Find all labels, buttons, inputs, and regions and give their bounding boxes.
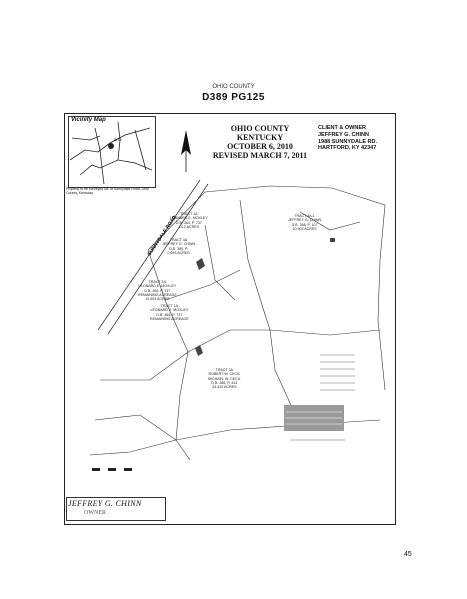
client-owner-block: CLIENT & OWNER JEFFREY G. CHINN 1988 SUN… xyxy=(318,125,377,152)
page-number: 45 xyxy=(404,551,412,558)
title-line-state: KENTUCKY xyxy=(236,133,284,142)
vicinity-roads xyxy=(69,121,153,185)
county-header-small: OHIO COUNTY xyxy=(212,84,255,90)
client-city: HARTFORD, KY 42347 xyxy=(318,145,377,152)
title-line-revised: REVISED MARCH 7, 2011 xyxy=(212,151,308,160)
client-address: 1988 SUNNYDALE RD. xyxy=(318,138,377,145)
client-heading: CLIENT & OWNER xyxy=(318,125,366,131)
owner-signature-name: JEFFREY G. CHINN xyxy=(68,499,142,508)
scale-bar xyxy=(92,468,132,471)
plat-sheet-border xyxy=(64,113,396,525)
north-arrow-icon xyxy=(181,130,191,172)
vicinity-site-label: SITE xyxy=(114,138,122,142)
vicinity-site-marker xyxy=(108,143,114,149)
line-table-marks xyxy=(290,354,355,441)
signature-box xyxy=(66,497,166,521)
road-lines xyxy=(97,179,209,335)
acreage-table-lines xyxy=(286,411,342,425)
title-line-county: OHIO COUNTY xyxy=(230,124,290,133)
vicinity-map-box xyxy=(68,116,156,188)
tract-boundaries xyxy=(89,185,386,461)
title-line-date: OCTOBER 6, 2010 xyxy=(227,142,293,151)
client-name: JEFFREY G. CHINN xyxy=(318,131,369,138)
owner-signature-sub: OWNER xyxy=(84,510,106,516)
structure-marks xyxy=(195,238,335,356)
deed-reference: D389 PG125 xyxy=(202,92,265,103)
vicinity-map-caption: Property to be surveyed NE of Sunnydale … xyxy=(66,187,150,195)
vicinity-map-title: Vicinity Map xyxy=(71,117,106,123)
